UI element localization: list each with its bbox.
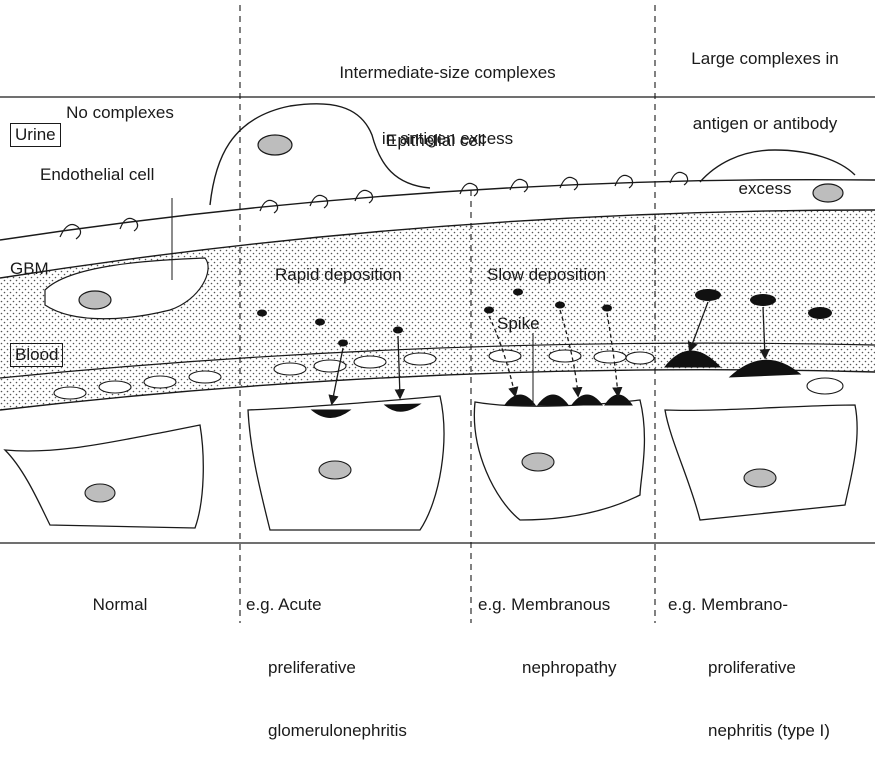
col1-footer: Normal	[0, 552, 240, 657]
col4-footer-line3: nephritis (type I)	[708, 720, 830, 741]
col4-header-line2: antigen or antibody	[655, 113, 875, 134]
gbm-label: GBM	[10, 258, 49, 279]
col4-footer: e.g. Membrano- proliferative nephritis (…	[668, 552, 830, 783]
col2-header: Intermediate-size complexes in antigen e…	[240, 20, 655, 191]
col1-header: No complexes	[0, 60, 240, 165]
col4-header-line3: excess	[655, 178, 875, 199]
blood-label: Blood	[10, 343, 63, 367]
endothelial-nucleus	[79, 291, 111, 309]
col3-footer: e.g. Membranous nephropathy	[478, 552, 617, 720]
col2-footer-line2: preliferative	[268, 657, 407, 678]
col1-header-line: No complexes	[0, 102, 240, 123]
col2-footer-line3: glomerulonephritis	[268, 720, 407, 741]
endothelial-label: Endothelial cell	[40, 164, 154, 185]
col3-footer-line2: nephropathy	[522, 657, 617, 678]
col4-header-line1: Large complexes in	[655, 48, 875, 69]
epithelial-label: Epithelial cell	[386, 130, 485, 151]
spike-label: Spike	[497, 313, 540, 334]
col3-footer-line1: e.g. Membranous	[478, 594, 617, 615]
col2-footer-line1: e.g. Acute	[246, 594, 407, 615]
col4-header: Large complexes in antigen or antibody e…	[655, 6, 875, 241]
col2-header-line1: Intermediate-size complexes	[240, 62, 655, 83]
col2-footer: e.g. Acute preliferative glomerulonephri…	[246, 552, 407, 783]
col4-footer-line1: e.g. Membrano-	[668, 594, 830, 615]
col4-footer-line2: proliferative	[708, 657, 830, 678]
slow-label: Slow deposition	[487, 264, 606, 285]
lower-nuclei	[85, 453, 776, 502]
col1-footer-line: Normal	[0, 594, 240, 615]
lower-cells	[5, 396, 857, 530]
glomerular-immune-complex-diagram: No complexes Intermediate-size complexes…	[0, 0, 875, 623]
urine-label: Urine	[10, 123, 61, 147]
rapid-label: Rapid deposition	[275, 264, 402, 285]
